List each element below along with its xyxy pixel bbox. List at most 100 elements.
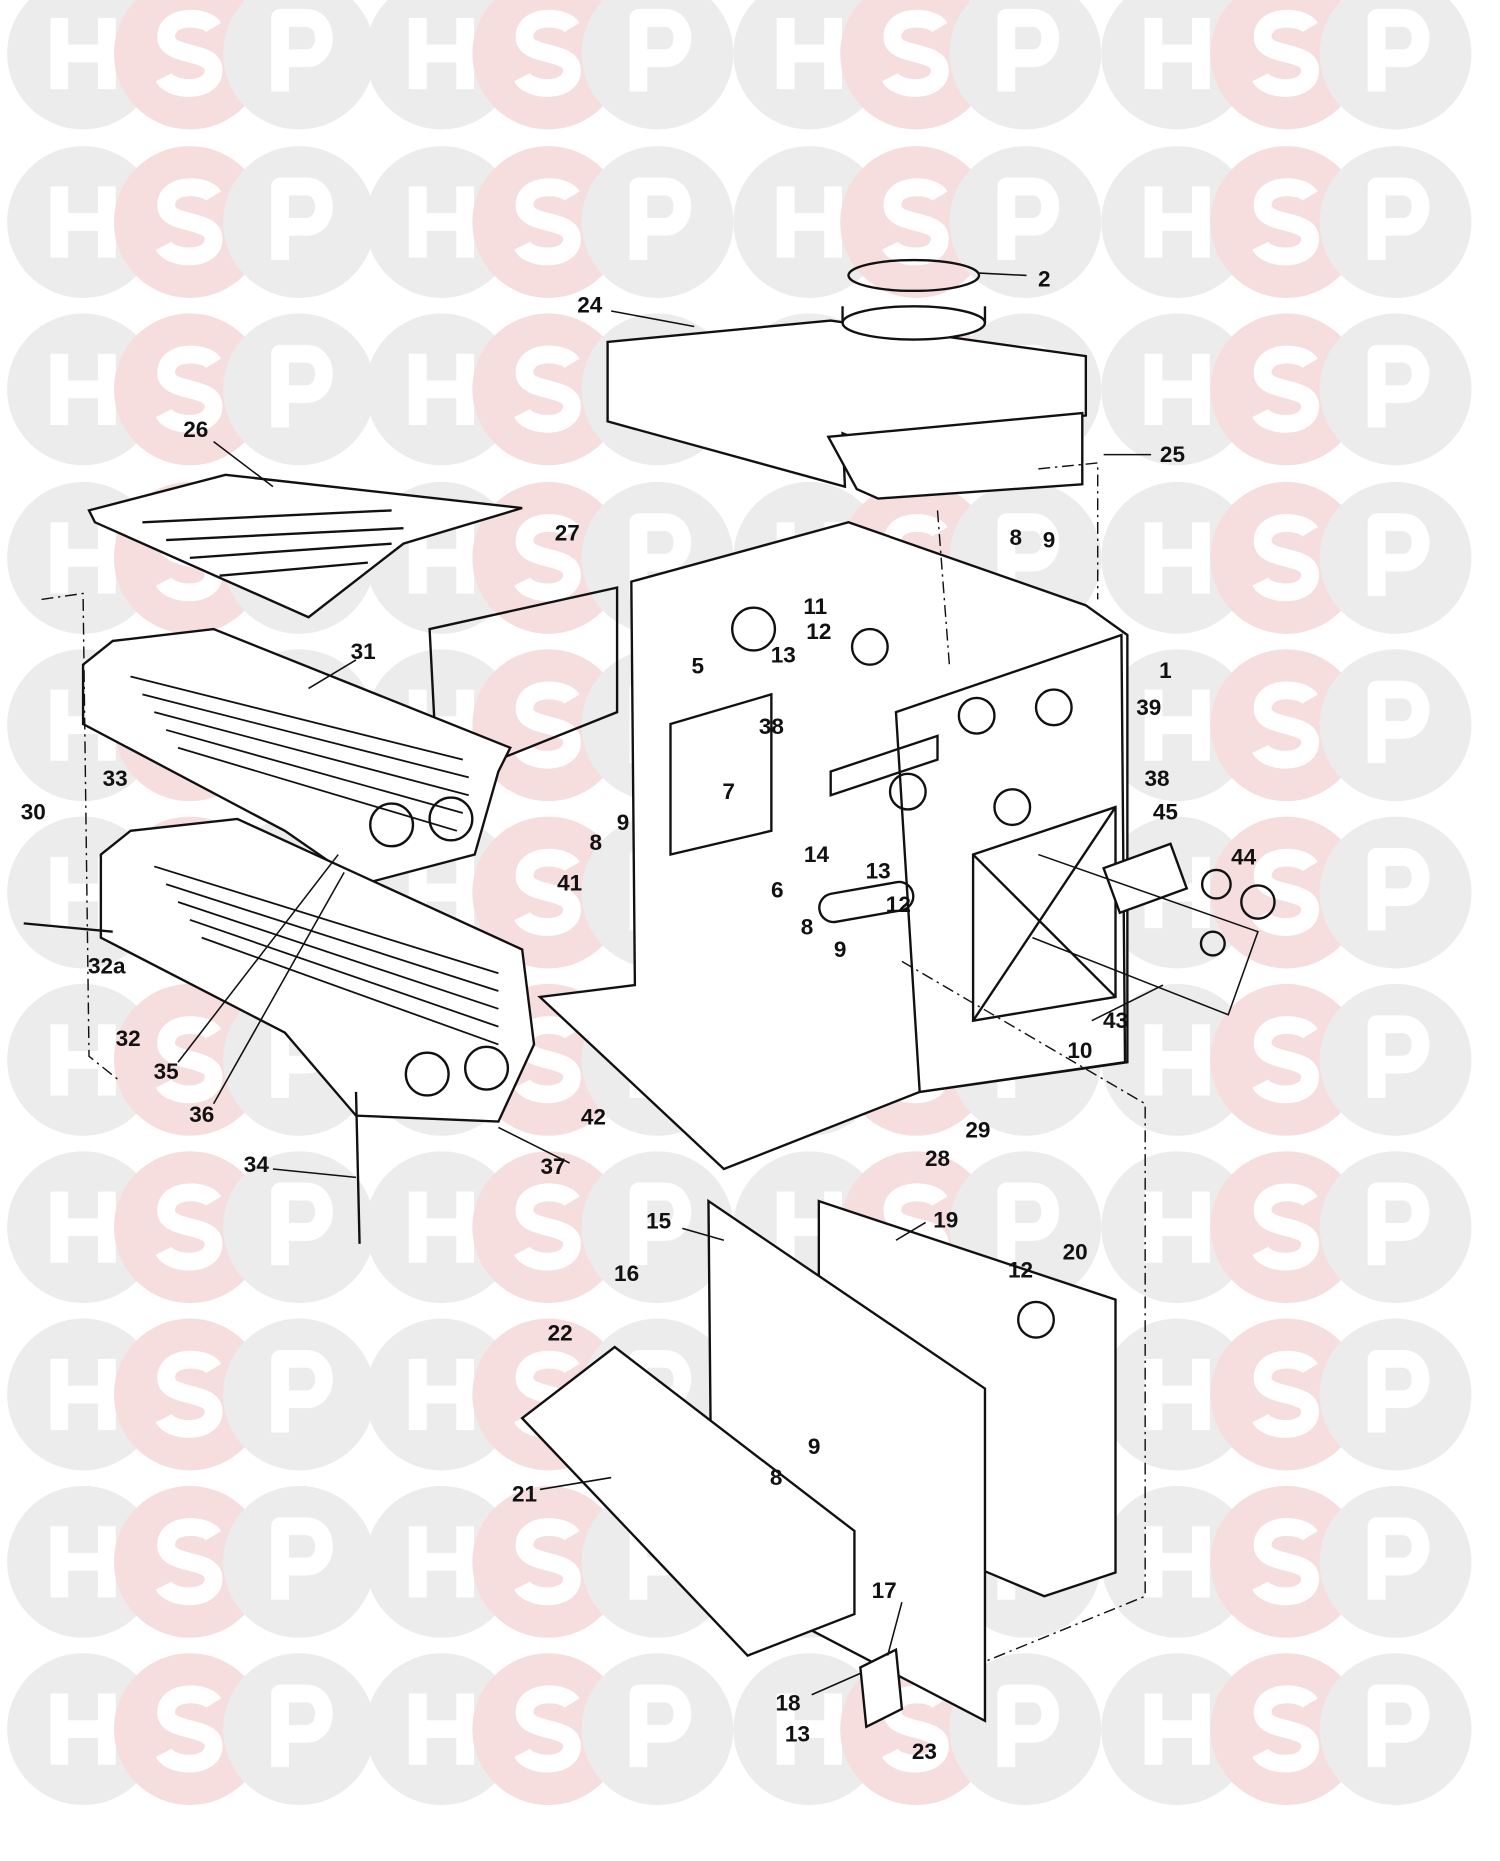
watermark-glyph-h [1144,1358,1210,1431]
part-label-8: 8 [1010,525,1023,550]
watermark-glyph-s [155,345,223,433]
part-label-18: 18 [775,1691,800,1716]
watermark-glyph-h [50,1693,116,1765]
watermark-glyph-p [271,177,333,261]
part-label-10: 10 [1067,1038,1092,1063]
part-label-34: 34 [244,1152,270,1177]
part-label-11: 11 [803,594,827,619]
watermark-glyph-s [155,1518,223,1606]
part-label-36: 36 [189,1102,214,1127]
watermark-glyph-h [1144,1191,1210,1263]
watermark-glyph-h [408,17,475,90]
watermark-glyph-h [1144,1526,1210,1598]
part-label-26: 26 [183,417,208,442]
part-label-33: 33 [103,766,128,791]
watermark-glyph-s [514,1016,581,1104]
watermark-glyph-h [50,522,116,594]
watermark-glyph-h [1144,522,1210,594]
watermark-glyph-p [1367,1015,1430,1098]
part-label-32a: 32a [88,954,126,979]
part-label-38: 38 [759,714,784,739]
watermark-glyph-p [1367,1684,1430,1768]
watermark-glyph-p [271,1182,333,1266]
watermark-glyph-p [271,344,333,428]
part-label-16: 16 [614,1261,639,1286]
part-label-14: 14 [804,842,830,867]
watermark-glyph-h [408,1191,475,1263]
watermark-glyph-s [1252,681,1320,769]
watermark-glyph-p [1367,177,1430,261]
part-label-21: 21 [512,1482,537,1507]
watermark-glyph-h [50,1358,116,1431]
watermark-glyph-p [997,9,1060,92]
watermark-glyph-h [50,1526,116,1598]
watermark-glyph-s [1252,9,1320,97]
part-label-15: 15 [646,1209,671,1234]
part-water-fittings [1032,842,1276,1016]
part-label-20: 20 [1063,1240,1088,1265]
watermark-glyph-p [271,1517,333,1600]
watermark-glyph-h [408,186,475,258]
watermark-glyph-p [997,1684,1060,1768]
watermark-glyph-s [514,345,581,433]
part-label-24: 24 [577,293,603,318]
watermark-glyph-s [1252,1183,1320,1271]
watermark-glyph-p [271,1350,333,1433]
watermark-glyph-s [514,9,581,97]
watermark-glyph-p [1367,1350,1430,1433]
watermark-glyph-s [155,1685,223,1773]
part-label-38: 38 [1145,766,1170,791]
watermark-glyph-h [1144,353,1210,425]
watermark-glyph-s [882,9,949,97]
watermark-glyph-s [155,178,223,266]
part-label-17: 17 [872,1578,897,1603]
part-label-9: 9 [617,810,630,835]
watermark-glyph-h [776,1693,842,1765]
watermark-glyph-s [514,1518,581,1606]
part-label-41: 41 [557,871,582,896]
part-label-22: 22 [548,1320,573,1345]
watermark-glyph-h [408,353,475,425]
part-label-7: 7 [722,779,735,804]
leader-lines [177,272,1164,1696]
part-label-25: 25 [1160,442,1185,467]
part-label-37: 37 [540,1154,565,1179]
part-label-13: 13 [866,859,891,884]
watermark-glyph-s [1252,514,1320,602]
part-label-31: 31 [351,639,376,664]
watermark-glyph-p [1367,9,1430,92]
part-flue-ring [847,258,981,293]
part-label-43: 43 [1103,1008,1128,1033]
watermark-glyph-h [50,186,116,258]
part-label-9: 9 [834,937,847,962]
watermark-glyph-p [629,513,692,596]
part-front-panels [520,1198,1117,1729]
part-label-6: 6 [771,878,784,903]
watermark-glyph-p [997,1182,1060,1266]
part-label-12: 12 [806,619,831,644]
watermark-glyph-p [629,177,692,261]
watermark-glyph-s [1252,178,1320,266]
watermark-glyph-p [997,177,1060,261]
watermark-glyph-h [50,1191,116,1263]
part-label-9: 9 [808,1434,821,1459]
part-label-32: 32 [116,1026,141,1051]
watermark-glyph-s [882,178,949,266]
part-label-27: 27 [555,520,580,545]
part-label-1: 1 [1159,658,1172,683]
watermark-glyph-s [514,848,581,936]
part-label-35: 35 [154,1059,179,1084]
watermark-glyph-p [271,9,333,92]
watermark-glyph-s [155,1350,223,1438]
watermark-glyph-h [408,1526,475,1598]
part-heat-exchanger [23,627,536,1244]
watermark-glyph-h [1144,1024,1210,1096]
watermark-glyph-s [155,1183,223,1271]
watermark-glyph-h [50,353,116,425]
watermark-glyph-h [408,1693,475,1765]
watermark-glyph-h [50,17,116,90]
watermark-glyph-s [1252,345,1320,433]
watermark-glyph-s [514,178,581,266]
watermark-glyph-p [1367,1182,1430,1266]
